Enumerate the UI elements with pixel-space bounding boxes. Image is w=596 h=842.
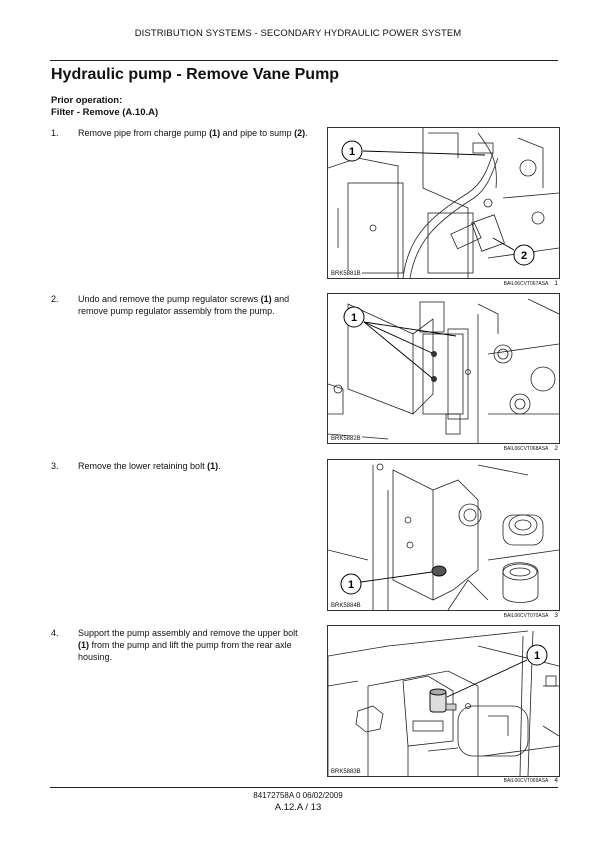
step-text: Remove the lower retaining bolt (1). — [78, 460, 311, 472]
caption-code: BAIL06CVT070ASA — [503, 613, 549, 619]
callout-1: 1 — [348, 579, 354, 591]
figure-3-drawing: 1 — [328, 463, 559, 610]
prior-operation: Prior operation: Filter - Remove (A.10.A… — [51, 95, 158, 119]
step-4: 4. Support the pump assembly and remove … — [51, 627, 311, 663]
step-number: 4. — [51, 628, 59, 638]
callout-1: 1 — [349, 146, 355, 158]
caption-number: 4 — [554, 777, 558, 784]
callout-2: 2 — [521, 250, 527, 262]
figure-3-caption: BAIL06CVT070ASA 3 — [327, 612, 558, 619]
footer-doc-number: 84172758A 0 06/02/2009 — [253, 791, 343, 800]
step-number: 2. — [51, 294, 59, 304]
page-title: Hydraulic pump - Remove Vane Pump — [51, 66, 340, 83]
step-callout-ref: (2) — [294, 128, 306, 138]
step-callout-ref: (1) — [78, 640, 89, 650]
step-callout-ref: (1) — [260, 294, 272, 304]
step-2: 2. Undo and remove the pump regulator sc… — [51, 293, 311, 317]
step-callout-ref: (1) — [209, 128, 221, 138]
step-text-part: from the pump and lift the pump from the… — [78, 640, 292, 662]
figure-1-drawing: 1 2 — [328, 128, 559, 278]
step-number: 3. — [51, 461, 59, 471]
figure-1: 1 2 BRK5881B — [327, 127, 560, 279]
step-text-part: Support the pump assembly and remove the… — [78, 628, 298, 638]
footer-page-number: A.12.A / 13 — [274, 802, 322, 813]
figure-2: 1 BRK5882B — [327, 293, 560, 444]
step-text: Undo and remove the pump regulator screw… — [78, 293, 311, 317]
header-rule — [50, 60, 558, 61]
step-text-part: . — [218, 461, 221, 471]
step-callout-ref: (1) — [207, 461, 219, 471]
step-number: 1. — [51, 128, 59, 138]
figure-4: 1 BRK5883B — [327, 625, 560, 777]
caption-number: 1 — [554, 280, 558, 287]
caption-code: BAIL06CVT067ASA — [503, 281, 549, 287]
callout-1: 1 — [351, 312, 357, 324]
step-text-part: and remove pump regulator assembly from … — [78, 294, 290, 316]
caption-code: BAIL06CVT068ASA — [503, 446, 549, 452]
figure-4-drawing: 1 — [328, 630, 559, 776]
caption-number: 2 — [554, 445, 558, 452]
step-text-part: and pipe to sump — [220, 128, 295, 138]
step-1: 1. Remove pipe from charge pump (1) and … — [51, 127, 311, 139]
figure-id: BRK5884B — [330, 603, 362, 609]
figure-id: BRK5883B — [330, 769, 362, 775]
step-text-part: Remove the lower retaining bolt — [78, 461, 208, 471]
caption-number: 3 — [554, 612, 558, 619]
caption-code: BAIL06CVT069ASA — [503, 778, 549, 784]
footer-rule — [50, 787, 558, 788]
step-3: 3. Remove the lower retaining bolt (1). — [51, 460, 311, 472]
step-text: Remove pipe from charge pump (1) and pip… — [78, 127, 311, 139]
prior-operation-link: Filter - Remove (A.10.A) — [51, 107, 159, 118]
step-text-part: Remove pipe from charge pump — [78, 128, 210, 138]
page-header: DISTRIBUTION SYSTEMS - SECONDARY HYDRAUL… — [134, 28, 462, 39]
callout-1: 1 — [534, 650, 540, 662]
figure-2-caption: BAIL06CVT068ASA 2 — [327, 445, 558, 452]
figure-1-caption: BAIL06CVT067ASA 1 — [327, 280, 558, 287]
prior-operation-label: Prior operation: — [51, 95, 123, 106]
step-text: Support the pump assembly and remove the… — [78, 627, 311, 663]
figure-id: BRK5881B — [330, 271, 362, 277]
figure-4-caption: BAIL06CVT069ASA 4 — [327, 777, 558, 784]
step-text-part: . — [305, 128, 308, 138]
figure-id: BRK5882B — [330, 436, 362, 442]
step-text-part: Undo and remove the pump regulator screw… — [78, 294, 261, 304]
figure-2-drawing: 1 — [328, 298, 559, 443]
figure-3: 1 BRK5884B — [327, 459, 560, 611]
